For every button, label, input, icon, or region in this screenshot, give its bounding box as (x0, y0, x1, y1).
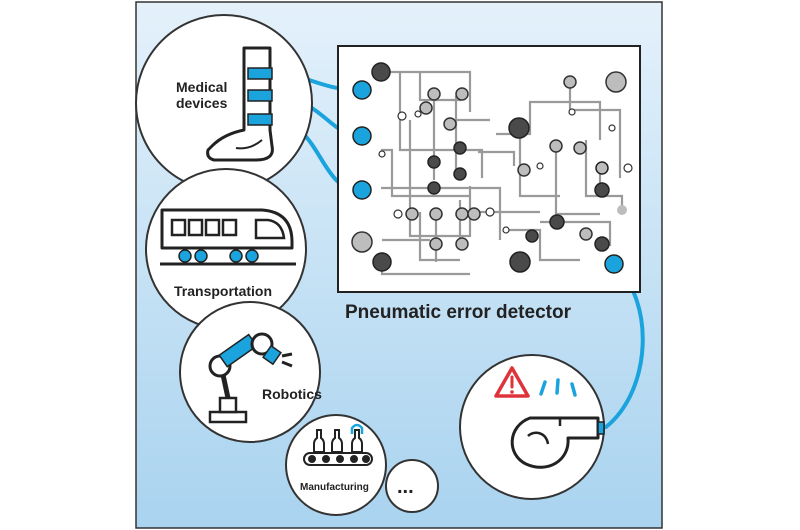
more-circle (385, 459, 439, 513)
medical-label: Medical devices (176, 79, 231, 111)
circuit-nodes-dark (371, 62, 610, 273)
application-more: ... (385, 459, 439, 513)
train-icon (160, 208, 296, 266)
detector-label: Pneumatic error detector (345, 302, 572, 323)
circuit-valve-nodes (427, 141, 609, 243)
robotics-label: Robotics (262, 386, 322, 402)
application-medical-devices: Medical devices (135, 14, 313, 192)
conveyor-bottles-icon (303, 423, 373, 466)
whistle-icon (510, 416, 605, 469)
warning-triangle-icon (494, 366, 530, 398)
manufacturing-label: Manufacturing (300, 482, 369, 493)
sound-lines-icon (539, 378, 577, 397)
more-label: ... (397, 476, 414, 498)
transportation-label: Transportation (174, 283, 272, 299)
application-robotics: Robotics (179, 301, 322, 443)
robotics-circle (179, 301, 321, 443)
pneumatic-circuit-board (337, 45, 641, 293)
medical-label-line1: Medical (176, 79, 227, 95)
leg-brace-icon (206, 46, 274, 162)
detector-blue-ports (352, 80, 624, 274)
circuit-small-gray-node (617, 205, 627, 215)
circuit-ports (378, 108, 633, 234)
application-transportation: Transportation (145, 168, 307, 330)
circuit-traces (380, 70, 624, 276)
circuit-board-frame (337, 45, 641, 293)
circuit-nodes-light (351, 71, 627, 253)
robot-arm-icon (208, 332, 293, 424)
application-manufacturing: Manufacturing (285, 414, 387, 516)
alarm-output (459, 354, 605, 500)
medical-label-line2: devices (176, 95, 228, 111)
